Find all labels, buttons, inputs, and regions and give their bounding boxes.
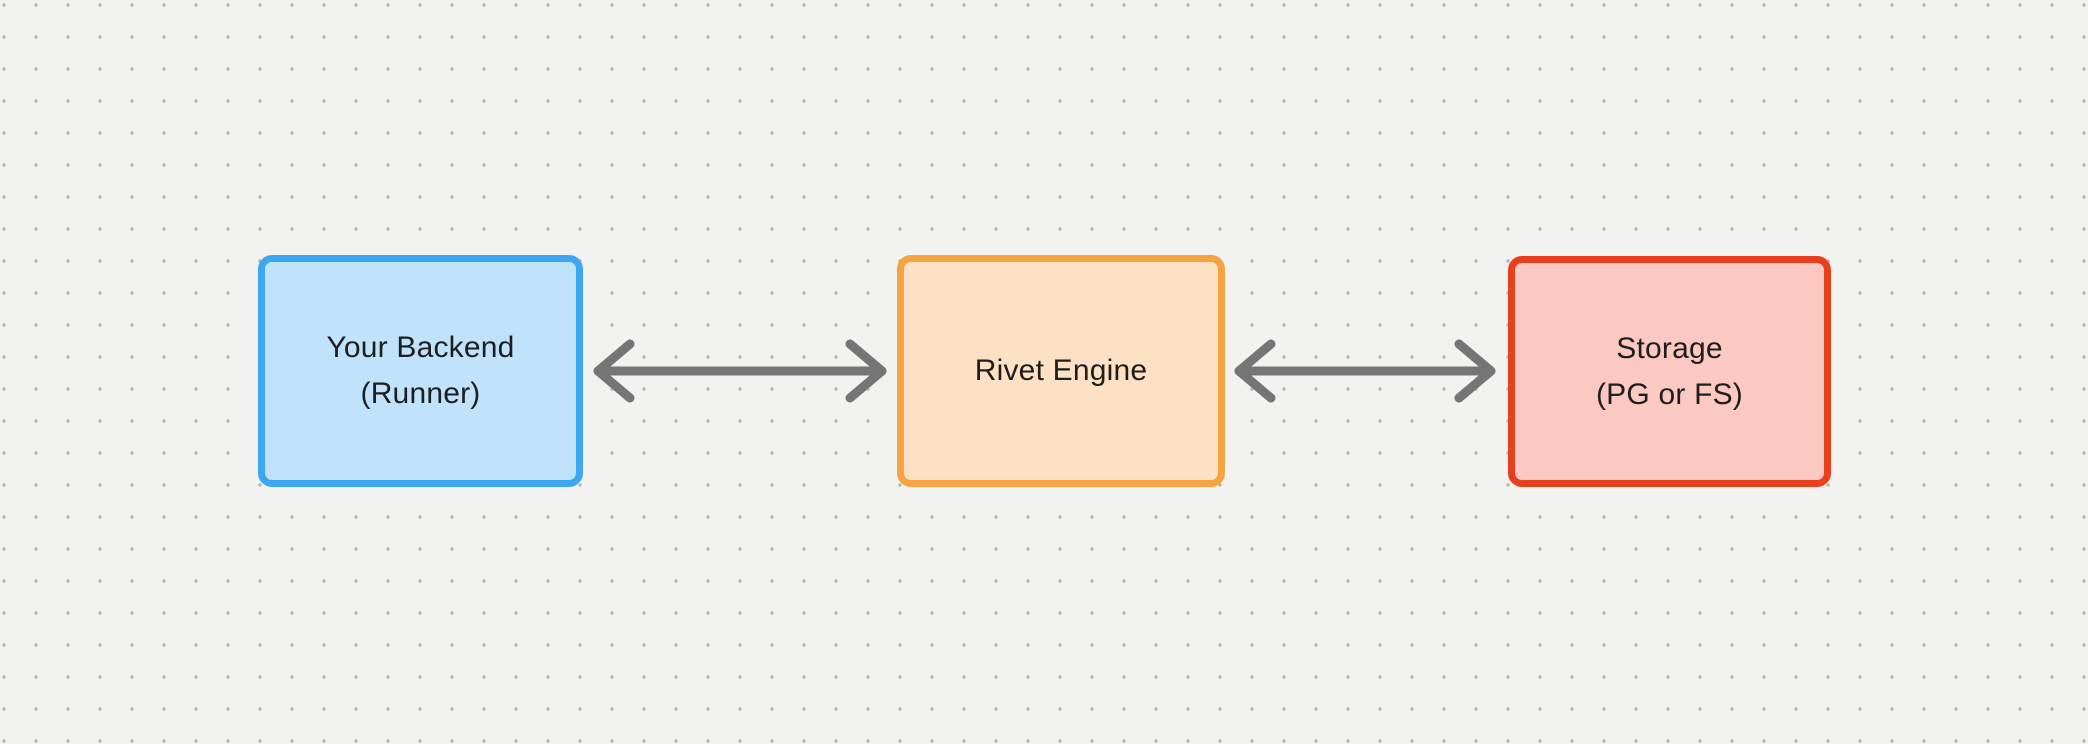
- node-label-line1: Storage: [1616, 331, 1723, 365]
- node-your-backend: Your Backend (Runner): [258, 255, 583, 487]
- node-storage: Storage (PG or FS): [1508, 256, 1831, 487]
- bidirectional-arrow-icon: [1234, 339, 1496, 403]
- node-label-line2: (Runner): [360, 377, 481, 410]
- node-label-line2: (PG or FS): [1595, 377, 1743, 411]
- edge-engine-storage: [1229, 336, 1501, 406]
- node-rivet-engine: Rivet Engine: [897, 255, 1225, 487]
- node-label-line1: Rivet Engine: [974, 354, 1148, 387]
- edge-backend-engine: [588, 336, 892, 406]
- bidirectional-arrow-icon: [593, 339, 887, 403]
- node-label-line1: Your Backend: [326, 331, 515, 364]
